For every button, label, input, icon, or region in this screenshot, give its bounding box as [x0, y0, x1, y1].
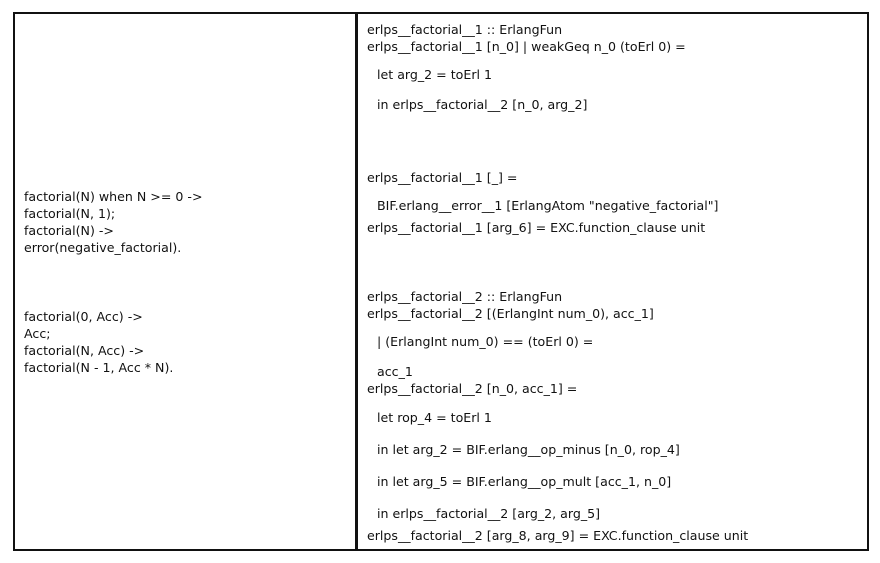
ps-line: acc_1	[377, 364, 413, 379]
erlang-line: factorial(N) ->	[24, 223, 114, 238]
comparison-table: factorial(N) when N >= 0 -> factorial(N,…	[13, 12, 869, 551]
ps-line: erlps__factorial__1 :: ErlangFun	[367, 22, 563, 37]
erlang-line: factorial(N, 1);	[24, 206, 116, 221]
ps-line: let arg_2 = toErl 1	[377, 67, 493, 82]
ps-line: in let arg_2 = BIF.erlang__op_minus [n_0…	[377, 442, 680, 457]
ps-line: erlps__factorial__2 :: ErlangFun	[367, 289, 563, 304]
erlang-line: Acc;	[24, 326, 51, 341]
erlang-line: error(negative_factorial).	[24, 240, 182, 255]
erlang-source-cell: factorial(N) when N >= 0 -> factorial(N,…	[15, 14, 355, 549]
erlang-line: factorial(0, Acc) ->	[24, 309, 143, 324]
erlang-line: factorial(N - 1, Acc * N).	[24, 360, 174, 375]
ps-line: in erlps__factorial__2 [arg_2, arg_5]	[377, 506, 601, 521]
erlang-line: factorial(N) when N >= 0 ->	[24, 189, 203, 204]
ps-line: erlps__factorial__2 [(ErlangInt num_0), …	[367, 306, 654, 321]
ps-line: in erlps__factorial__2 [n_0, arg_2]	[377, 97, 588, 112]
ps-line: in let arg_5 = BIF.erlang__op_mult [acc_…	[377, 474, 672, 489]
ps-line: erlps__factorial__2 [n_0, acc_1] =	[367, 381, 578, 396]
purescript-output-cell: erlps__factorial__1 :: ErlangFun erlps__…	[358, 14, 867, 549]
ps-line: erlps__factorial__1 [_] =	[367, 170, 518, 185]
ps-line: | (ErlangInt num_0) == (toErl 0) =	[377, 334, 594, 349]
erlang-line: factorial(N, Acc) ->	[24, 343, 145, 358]
ps-line: erlps__factorial__1 [n_0] | weakGeq n_0 …	[367, 39, 686, 54]
ps-line: erlps__factorial__2 [arg_8, arg_9] = EXC…	[367, 528, 749, 543]
ps-line: BIF.erlang__error__1 [ErlangAtom "negati…	[377, 198, 719, 213]
column-divider	[355, 14, 358, 549]
ps-line: erlps__factorial__1 [arg_6] = EXC.functi…	[367, 220, 706, 235]
ps-line: let rop_4 = toErl 1	[377, 410, 492, 425]
